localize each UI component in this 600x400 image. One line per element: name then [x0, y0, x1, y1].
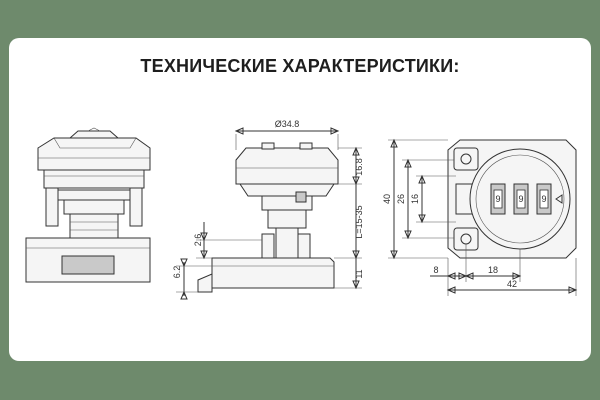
dial-digit-1: 9: [495, 194, 500, 204]
width-mid-label: 18: [488, 265, 498, 275]
outer-height-label: 40: [382, 194, 392, 204]
top-view: 9 9 9 40 26 16 8 18 42: [382, 138, 578, 296]
width-total-label: 42: [507, 279, 517, 289]
cam-height-label: 6.2: [172, 266, 182, 279]
offset-left-label: 8: [433, 265, 438, 275]
top-height-label: 16.8: [354, 158, 364, 176]
dial-digit-2: 9: [518, 194, 523, 204]
cam-offset-label: 2.6: [193, 234, 203, 247]
page-title: ТЕХНИЧЕСКИЕ ХАРАКТЕРИСТИКИ:: [140, 56, 460, 76]
inner-height-label: 16: [410, 194, 420, 204]
length-label: L=15-35: [354, 205, 364, 238]
front-view: Ø34.8 16.8 L=15-35 11 2.: [172, 119, 364, 300]
bottom-height-label: 11: [354, 269, 364, 278]
diameter-label: Ø34.8: [275, 119, 300, 129]
dial-digit-3: 9: [541, 194, 546, 204]
side-view: [25, 127, 151, 283]
mid-height-label: 26: [396, 194, 406, 204]
